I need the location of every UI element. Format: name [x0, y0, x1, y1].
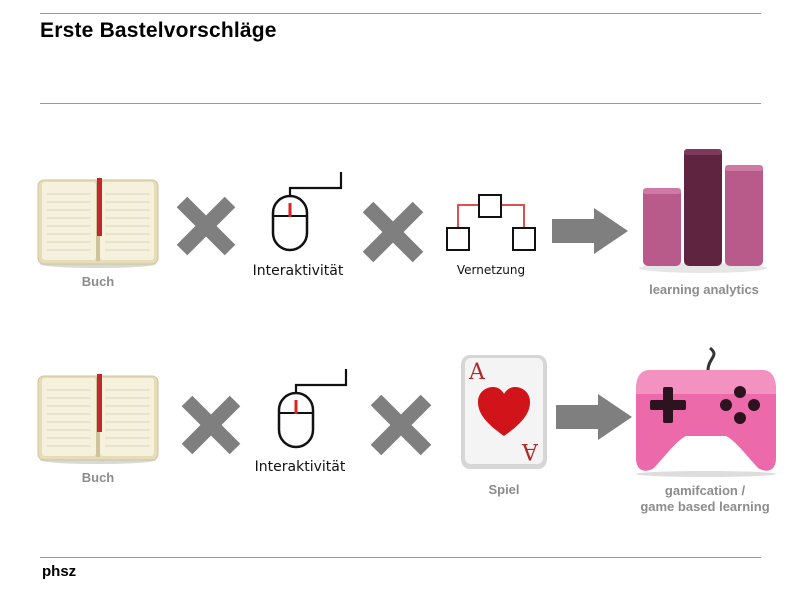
slide-title: Erste Bastelvorschläge: [40, 19, 277, 42]
network-label: Vernetzung: [456, 263, 526, 277]
title-rule: [40, 103, 761, 104]
mouse-icon: [277, 369, 348, 449]
multiply-icon: [181, 395, 241, 455]
book-label: Buch: [81, 274, 115, 289]
card-letter-top: A: [469, 360, 485, 385]
playing-card-icon: A A: [460, 354, 548, 470]
gamification-label-line1: gamifcation /: [664, 483, 746, 498]
footer-logo-text: phsz: [42, 563, 77, 580]
network-icon: [446, 194, 536, 251]
interactivity-label: Interaktivität: [252, 263, 344, 279]
arrow-right-icon: [552, 208, 628, 254]
learning-analytics-label: learning analytics: [649, 282, 759, 297]
game-label: Spiel: [488, 482, 520, 497]
top-rule: [40, 13, 761, 14]
book-icon: [37, 178, 159, 268]
arrow-right-icon: [556, 394, 632, 440]
card-letter-bottom: A: [522, 438, 538, 463]
multiply-icon: [370, 394, 432, 456]
footer-rule: [40, 557, 761, 558]
heart-icon: [478, 387, 530, 436]
gamepad-icon: [636, 346, 776, 477]
book-label: Buch: [81, 470, 115, 485]
multiply-icon: [362, 201, 424, 263]
card-shape: [461, 355, 547, 469]
multiply-icon: [176, 196, 236, 256]
gamification-label-line2: game based learning: [640, 499, 770, 514]
analytics-chart-icon: [639, 149, 767, 273]
book-icon: [37, 374, 159, 464]
mouse-icon: [271, 172, 343, 252]
interactivity-label: Interaktivität: [254, 459, 346, 475]
